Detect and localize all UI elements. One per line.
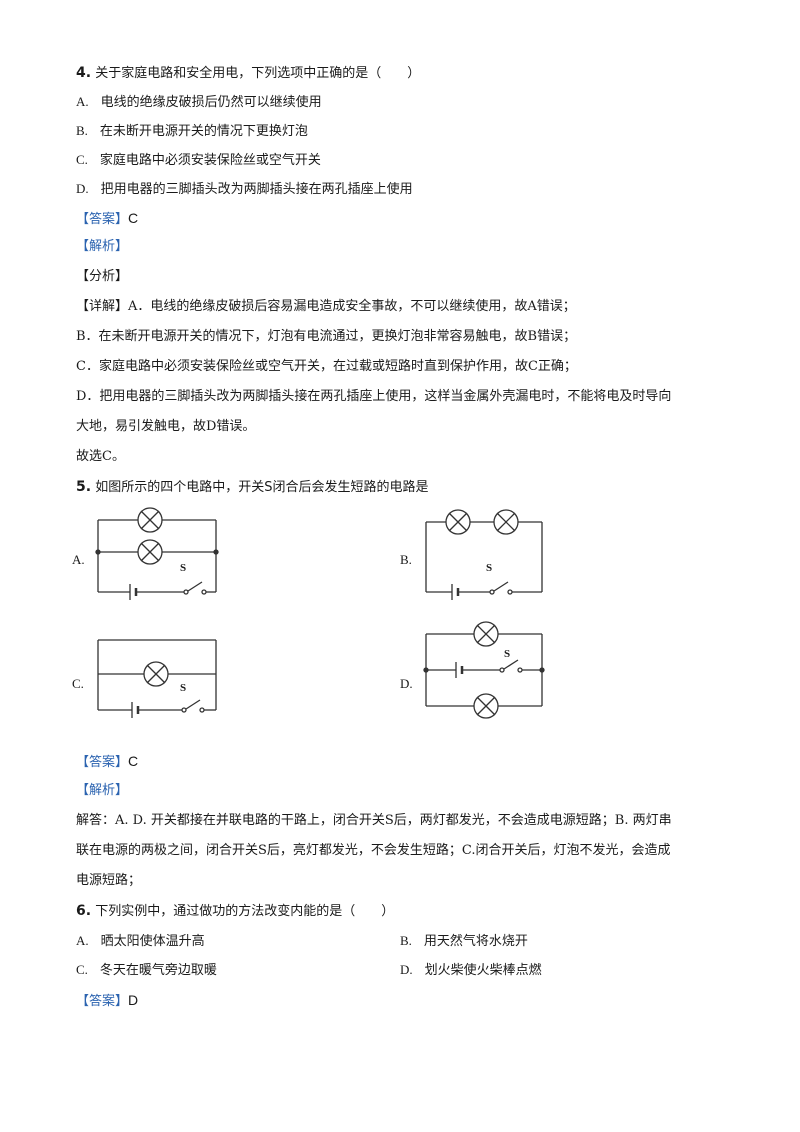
option-text: 晒太阳使体温升高 bbox=[100, 934, 205, 949]
q5-stem: 如图所示的四个电路中，开关S闭合后会发生短路的电路是 bbox=[95, 480, 429, 495]
option-letter: B. bbox=[76, 123, 88, 138]
fenxi-tag: 【分析】 bbox=[76, 269, 129, 284]
circuit-c: S bbox=[92, 628, 224, 726]
q4-number: 4. bbox=[76, 65, 92, 81]
analysis-tag: 【解析】 bbox=[76, 783, 129, 798]
q4-stem: 关于家庭电路和安全用电，下列选项中正确的是（ ） bbox=[95, 66, 421, 81]
q4-conclusion: 故选C。 bbox=[76, 449, 125, 464]
option-letter: B. bbox=[400, 933, 412, 948]
q4-option-b: B. 在未断开电源开关的情况下更换灯泡 bbox=[76, 122, 308, 141]
detail-tag: 【详解】 bbox=[76, 299, 129, 314]
q4-answer-line: 【答案】C bbox=[76, 209, 138, 229]
q6-option-a: A. 晒太阳使体温升高 bbox=[76, 932, 205, 951]
q6-answer-line: 【答案】D bbox=[76, 991, 138, 1011]
option-text: 在未断开电源开关的情况下更换灯泡 bbox=[99, 124, 308, 139]
q5-answer: C bbox=[128, 753, 139, 769]
q4-stem-line: 4. 关于家庭电路和安全用电，下列选项中正确的是（ ） bbox=[76, 64, 420, 83]
option-letter: D. bbox=[400, 962, 413, 977]
circuit-d: S bbox=[420, 616, 550, 726]
analysis-tag: 【解析】 bbox=[76, 239, 129, 254]
circuit-b: S bbox=[420, 504, 550, 604]
q5-explain-line-3: 电源短路； bbox=[76, 873, 142, 888]
q4-option-c: C. 家庭电路中必须安装保险丝或空气开关 bbox=[76, 151, 321, 170]
q5-explain-line-2: 联在电源的两极之间，闭合开关S后，亮灯都发光，不会发生短路；C.闭合开关后，灯泡… bbox=[76, 843, 671, 858]
switch-label: S bbox=[486, 562, 493, 574]
q5-answer-line: 【答案】C bbox=[76, 752, 138, 772]
q4-detail-line-3: C．家庭电路中必须安装保险丝或空气开关，在过载或短路时直到保护作用，故C正确； bbox=[76, 359, 577, 374]
switch-label: S bbox=[504, 648, 511, 660]
option-letter: A. bbox=[76, 94, 89, 109]
option-text: 电线的绝缘皮破损后仍然可以继续使用 bbox=[100, 95, 322, 110]
circuit-b-label: B. bbox=[400, 552, 412, 567]
option-text: 冬天在暖气旁边取暖 bbox=[99, 963, 217, 978]
q4-detail-line-1: 【详解】A．电线的绝缘皮破损后容易漏电造成安全事故，不可以继续使用，故A错误； bbox=[76, 298, 576, 316]
q5-explain-line-1: 解答：A. D. 开关都接在并联电路的干路上，闭合开关S后，两灯都发光，不会造成… bbox=[76, 813, 672, 828]
q4-analysis-line: 【解析】 bbox=[76, 238, 128, 256]
q4-option-d: D. 把用电器的三脚插头改为两脚插头接在两孔插座上使用 bbox=[76, 180, 413, 199]
option-letter: D. bbox=[76, 181, 89, 196]
q4-answer: C bbox=[128, 210, 139, 226]
q6-option-c: C. 冬天在暖气旁边取暖 bbox=[76, 961, 217, 980]
option-text: 家庭电路中必须安装保险丝或空气开关 bbox=[99, 153, 321, 168]
q6-stem-line: 6. 下列实例中，通过做功的方法改变内能的是（ ） bbox=[76, 902, 394, 921]
circuit-a: S bbox=[92, 504, 224, 604]
q6-option-b: B. 用天然气将水烧开 bbox=[400, 932, 528, 951]
circuit-d-label: D. bbox=[400, 676, 413, 691]
q6-option-d: D. 划火柴使火柴棒点燃 bbox=[400, 961, 542, 980]
q4-detail-line-2: B．在未断开电源开关的情况下，灯泡有电流通过，更换灯泡非常容易触电，故B错误； bbox=[76, 329, 577, 344]
q4-detail-line-5: 大地，易引发触电，故D错误。 bbox=[76, 419, 256, 434]
circuit-a-label: A. bbox=[72, 552, 85, 567]
switch-label: S bbox=[180, 562, 187, 574]
detail-text: A．电线的绝缘皮破损后容易漏电造成安全事故，不可以继续使用，故A错误； bbox=[128, 299, 576, 314]
q4-fenxi-line: 【分析】 bbox=[76, 268, 128, 286]
q5-analysis-line: 【解析】 bbox=[76, 782, 128, 800]
q4-option-a: A. 电线的绝缘皮破损后仍然可以继续使用 bbox=[76, 93, 322, 112]
switch-label: S bbox=[180, 682, 187, 694]
q6-answer: D bbox=[128, 992, 139, 1008]
q5-stem-line: 5. 如图所示的四个电路中，开关S闭合后会发生短路的电路是 bbox=[76, 478, 428, 497]
option-text: 用天然气将水烧开 bbox=[423, 934, 528, 949]
q4-detail-line-4: D．把用电器的三脚插头改为两脚插头接在两孔插座上使用，这样当金属外壳漏电时，不能… bbox=[76, 389, 672, 404]
answer-tag: 【答案】 bbox=[76, 994, 129, 1009]
option-letter: C. bbox=[76, 152, 88, 167]
switch-icon bbox=[187, 581, 203, 592]
option-letter: C. bbox=[76, 962, 88, 977]
q5-number: 5. bbox=[76, 479, 92, 495]
circuit-c-label: C. bbox=[72, 676, 84, 691]
q6-number: 6. bbox=[76, 903, 92, 919]
option-letter: A. bbox=[76, 933, 89, 948]
answer-tag: 【答案】 bbox=[76, 212, 129, 227]
q6-stem: 下列实例中，通过做功的方法改变内能的是（ ） bbox=[95, 904, 395, 919]
option-text: 把用电器的三脚插头改为两脚插头接在两孔插座上使用 bbox=[100, 182, 413, 197]
answer-tag: 【答案】 bbox=[76, 755, 129, 770]
option-text: 划火柴使火柴棒点燃 bbox=[424, 963, 542, 978]
